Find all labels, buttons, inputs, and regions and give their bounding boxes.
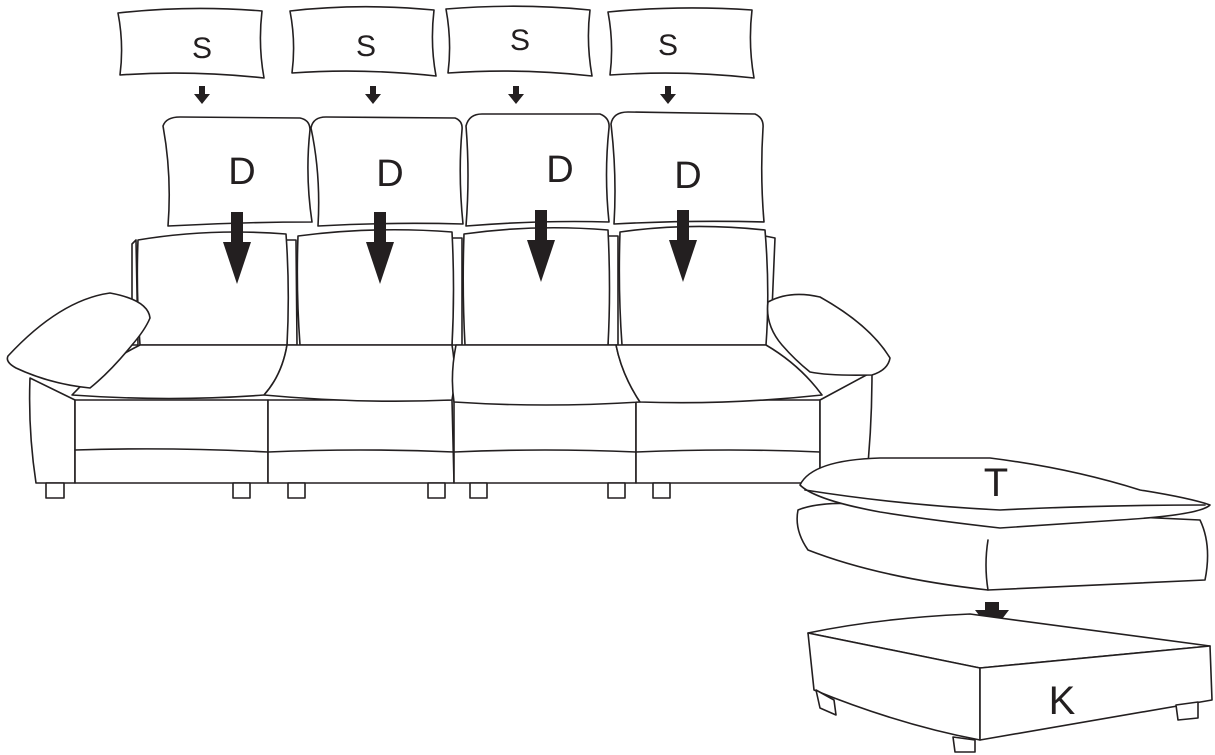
small-arrow-3 [508, 86, 524, 104]
headrest-label-2: S [356, 30, 376, 63]
back-cushion-label-1: D [228, 151, 255, 193]
seat-cushion-3 [452, 345, 640, 405]
seat-base-3 [454, 400, 636, 483]
headrest-cushion-2: S [290, 7, 436, 76]
headrest-label-1: S [192, 32, 212, 65]
headrest-cushion-1: S [118, 8, 264, 78]
sofa [7, 226, 890, 498]
seat-back-1 [137, 232, 288, 345]
foot [46, 483, 64, 498]
foot [608, 483, 625, 498]
seat-base-2 [268, 400, 454, 483]
ottoman-base-label: K [1049, 679, 1076, 723]
small-arrow-4 [660, 86, 676, 104]
ottoman-base: K [808, 614, 1212, 752]
foot [428, 483, 445, 498]
foot [470, 483, 487, 498]
back-cushion-4: D [611, 112, 764, 224]
seat-base-1 [75, 400, 268, 483]
back-cushion-1: D [163, 117, 312, 226]
headrest-label-3: S [510, 24, 530, 57]
ottoman-top-label: T [984, 461, 1008, 505]
small-arrow-2 [365, 86, 381, 104]
foot [233, 483, 250, 498]
foot [653, 483, 670, 498]
foot [288, 483, 305, 498]
small-arrow-1 [194, 86, 210, 104]
left-arm-base [30, 378, 75, 483]
back-cushion-label-4: D [674, 155, 701, 197]
back-cushion-label-3: D [546, 149, 573, 191]
headrest-label-4: S [658, 29, 678, 62]
headrest-cushion-3: S [446, 6, 592, 76]
seat-base-4 [636, 400, 820, 483]
back-cushion-label-2: D [376, 153, 403, 195]
back-cushion-3: D [466, 114, 609, 226]
back-cushion-2: D [311, 117, 463, 226]
seat-cushion-2 [264, 345, 455, 401]
headrest-cushion-4: S [608, 8, 754, 78]
